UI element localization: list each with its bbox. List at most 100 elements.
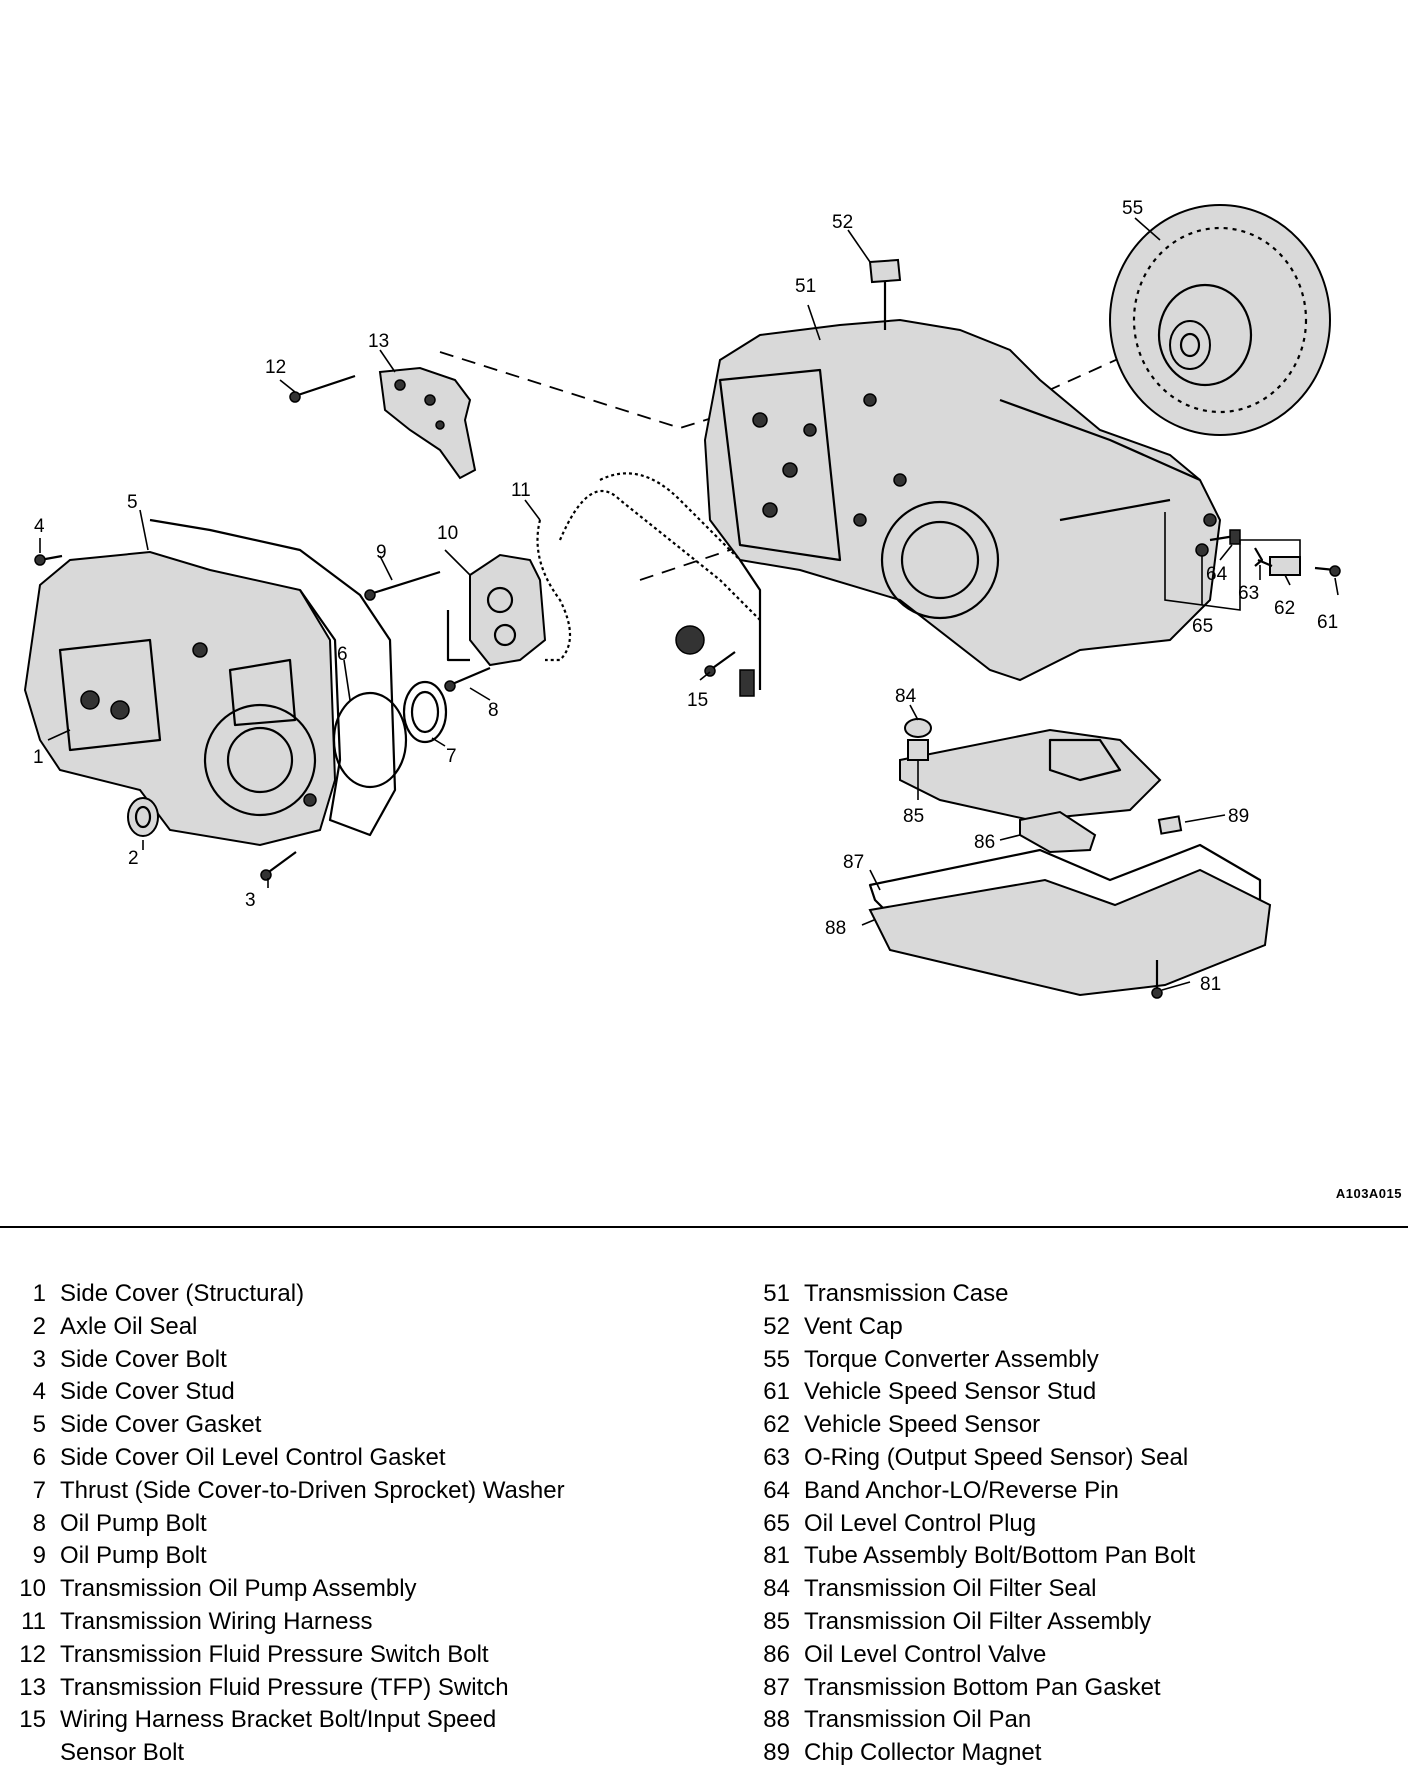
vent-cap <box>868 258 902 330</box>
oil-pump-assembly <box>446 553 547 667</box>
callout-86: 86 <box>974 832 995 853</box>
callout-9: 9 <box>376 542 387 563</box>
legend-number: 6 <box>32 1443 46 1471</box>
legend-label: Transmission Bottom Pan Gasket <box>804 1673 1161 1701</box>
legend-number: 88 <box>763 1706 790 1734</box>
tube-assembly-bolt <box>1151 960 1163 999</box>
legend-label: Transmission Oil Pan <box>804 1706 1032 1734</box>
legend-number: 8 <box>32 1509 46 1537</box>
side-cover-bolt <box>260 851 297 881</box>
callout-51: 51 <box>795 276 816 297</box>
legend-item: 63 O-Ring (Output Speed Sensor) Seal <box>740 1442 1400 1475</box>
legend-item: 6 Side Cover Oil Level Control Gasket <box>0 1442 720 1475</box>
legend-item: 88 Transmission Oil Pan <box>740 1704 1400 1737</box>
oil-level-control-valve <box>1019 810 1097 854</box>
callout-65: 65 <box>1192 616 1213 637</box>
legend-label: Transmission Fluid Pressure Switch Bolt <box>60 1640 489 1668</box>
tfp-switch-bolt <box>289 374 356 403</box>
band-anchor-pin <box>1209 529 1241 545</box>
legend-number: 61 <box>763 1378 790 1406</box>
legend-number: 64 <box>763 1476 790 1504</box>
legend-label: Transmission Case <box>804 1280 1009 1307</box>
callout-62: 62 <box>1274 598 1295 619</box>
oil-pump-bolt-9 <box>364 570 441 601</box>
oil-pump-bolt-8 <box>444 666 491 692</box>
legend-number <box>0 1737 46 1770</box>
legend-label: Oil Level Control Valve <box>804 1640 1047 1668</box>
legend-number: 15 <box>19 1706 46 1734</box>
legend-item: 1 Side Cover (Structural) <box>0 1278 720 1311</box>
legend-item: 87 Transmission Bottom Pan Gasket <box>740 1672 1400 1705</box>
callout-15: 15 <box>687 690 708 711</box>
legend-number: 11 <box>21 1607 46 1635</box>
callout-64: 64 <box>1206 564 1228 585</box>
legend-number: 89 <box>763 1739 790 1767</box>
legend-number: 87 <box>763 1673 790 1701</box>
callout-3: 3 <box>245 890 256 911</box>
legend-label: Vent Cap <box>804 1312 903 1340</box>
side-cover <box>23 550 337 847</box>
legend-label: O-Ring (Output Speed Sensor) Seal <box>804 1443 1189 1471</box>
torque-converter <box>1109 204 1331 436</box>
legend-label: Oil Pump Bolt <box>60 1542 207 1570</box>
legend-number: 55 <box>763 1345 790 1373</box>
legend-number: 10 <box>19 1575 46 1603</box>
divider-rule <box>0 1226 1408 1228</box>
legend-label: Thrust (Side Cover-to-Driven Sprocket) W… <box>60 1476 565 1504</box>
callout-12: 12 <box>265 357 286 378</box>
callout-89: 89 <box>1228 806 1249 827</box>
legend-number: 7 <box>32 1476 46 1504</box>
legend-label: Side Cover (Structural) <box>60 1280 305 1307</box>
side-cover-stud <box>34 554 63 566</box>
callout-11: 11 <box>511 480 531 501</box>
legend-label: Wiring Harness Bracket Bolt/Input Speed <box>60 1706 497 1734</box>
sensor-assembly-outline <box>1164 512 1301 611</box>
vehicle-speed-sensor <box>1257 556 1301 576</box>
callout-7: 7 <box>446 746 457 767</box>
o-ring-seal <box>1254 547 1264 567</box>
legend-item: 64 Band Anchor-LO/Reverse Pin <box>740 1475 1400 1508</box>
leader-lines <box>39 217 1339 991</box>
callout-52: 52 <box>832 212 853 233</box>
callout-10: 10 <box>437 523 458 544</box>
callout-2: 2 <box>128 848 139 869</box>
tfp-switch <box>378 366 477 480</box>
legend-label: Chip Collector Magnet <box>804 1739 1042 1767</box>
callout-6: 6 <box>337 644 348 665</box>
legend-number: 5 <box>32 1411 46 1439</box>
oil-level-control-plug <box>1195 543 1209 557</box>
exploded-transmission-diagram: 1 2 3 4 5 6 7 8 9 10 11 12 13 15 51 52 5… <box>23 198 1341 999</box>
legend-item: Sensor Bolt <box>0 1737 720 1770</box>
callout-81: 81 <box>1200 974 1221 995</box>
oil-pan <box>868 868 1272 997</box>
callout-1: 1 <box>33 747 44 768</box>
callout-63: 63 <box>1238 583 1259 604</box>
callout-13: 13 <box>368 331 389 352</box>
legend-number: 3 <box>32 1345 46 1373</box>
legend-label: Transmission Fluid Pressure (TFP) Switch <box>60 1673 509 1701</box>
legend-item: 15 Wiring Harness Bracket Bolt/Input Spee… <box>0 1704 720 1737</box>
callout-5: 5 <box>127 492 138 513</box>
oil-filter-seal <box>904 718 932 738</box>
legend-number: 63 <box>763 1443 790 1471</box>
legend-number: 1 <box>32 1280 46 1307</box>
legend-label: Side Cover Oil Level Control Gasket <box>60 1443 446 1471</box>
legend-number: 65 <box>763 1509 790 1537</box>
legend-label: Band Anchor-LO/Reverse Pin <box>804 1476 1119 1504</box>
thrust-washer <box>402 680 448 744</box>
chip-collector-magnet <box>1157 815 1183 835</box>
